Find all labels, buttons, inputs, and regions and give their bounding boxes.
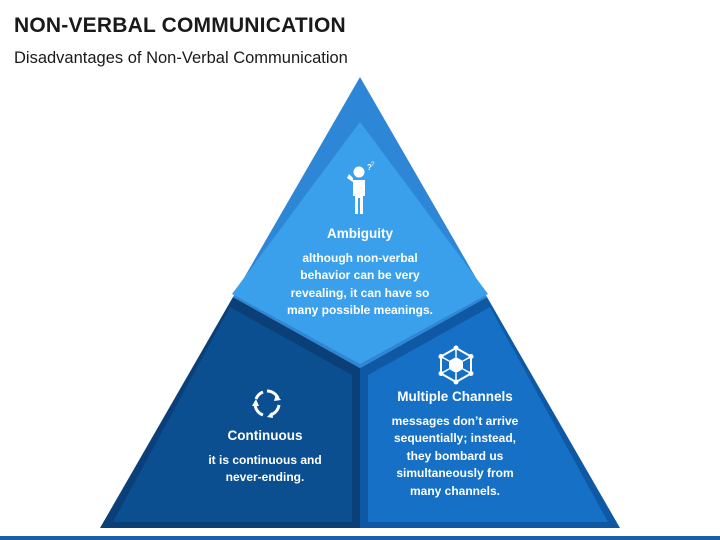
- confused-person-icon: ? ?: [347, 162, 375, 214]
- network-hexagon-icon: [438, 345, 474, 385]
- segment-continuous-title: Continuous: [227, 428, 303, 443]
- bottom-accent-bar: [0, 536, 720, 540]
- segment-ambiguity-description: although non-verbal behavior can be very…: [286, 251, 434, 318]
- svg-text:?: ?: [371, 162, 375, 168]
- segment-ambiguity-title: Ambiguity: [327, 226, 393, 241]
- segment-multiple-channels-title: Multiple Channels: [397, 389, 513, 404]
- segment-continuous-description: it is continuous and never-ending.: [208, 453, 322, 485]
- svg-text:?: ?: [367, 163, 372, 172]
- segment-multiple-channels-description: messages don’t arrive sequentially; inst…: [391, 414, 519, 498]
- page-title: NON-VERBAL COMMUNICATION: [14, 14, 346, 37]
- segment-multiple-channels: [368, 307, 608, 522]
- cycle-arrows-icon: [252, 389, 281, 418]
- page-subtitle: Disadvantages of Non-Verbal Communicatio…: [14, 49, 348, 67]
- segment-ambiguity: [232, 122, 488, 364]
- segment-continuous: [113, 307, 352, 522]
